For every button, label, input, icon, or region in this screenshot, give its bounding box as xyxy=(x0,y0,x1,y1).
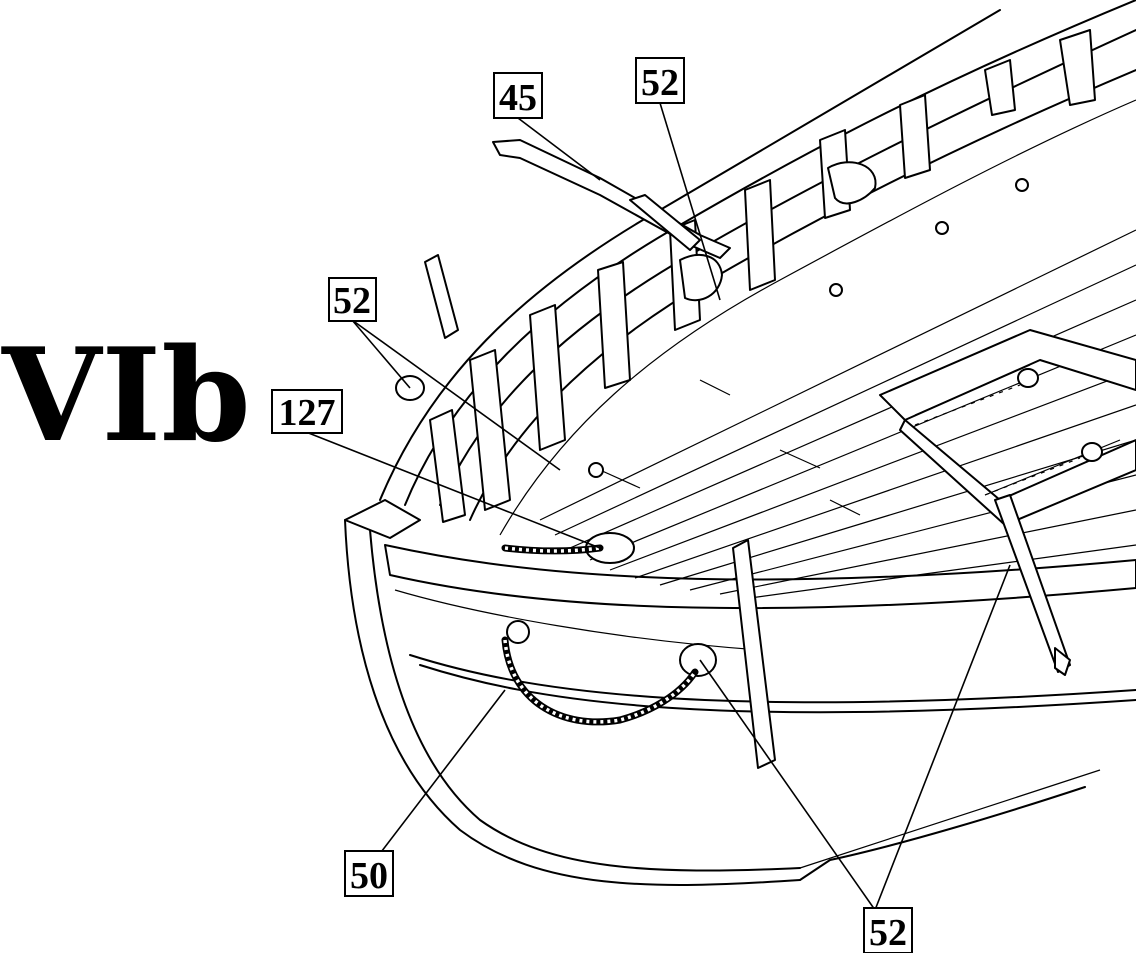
hull-drawing xyxy=(344,0,1136,886)
callout-127: 127 xyxy=(271,389,343,434)
callout-52-left-label: 52 xyxy=(333,280,371,322)
callout-127-label: 127 xyxy=(279,392,336,434)
callout-52-left: 52 xyxy=(328,277,377,322)
callout-45-label: 45 xyxy=(499,77,537,119)
leader-lines xyxy=(305,102,1011,911)
callout-52-bottom: 52 xyxy=(863,907,913,953)
callout-52-top: 52 xyxy=(635,57,685,104)
figure-title: VIb xyxy=(1,321,251,471)
callout-50: 50 xyxy=(344,850,394,897)
callout-52-top-label: 52 xyxy=(641,62,679,104)
callout-45: 45 xyxy=(493,72,543,119)
callout-52-bottom-label: 52 xyxy=(869,912,907,953)
callout-50-label: 50 xyxy=(350,855,388,897)
